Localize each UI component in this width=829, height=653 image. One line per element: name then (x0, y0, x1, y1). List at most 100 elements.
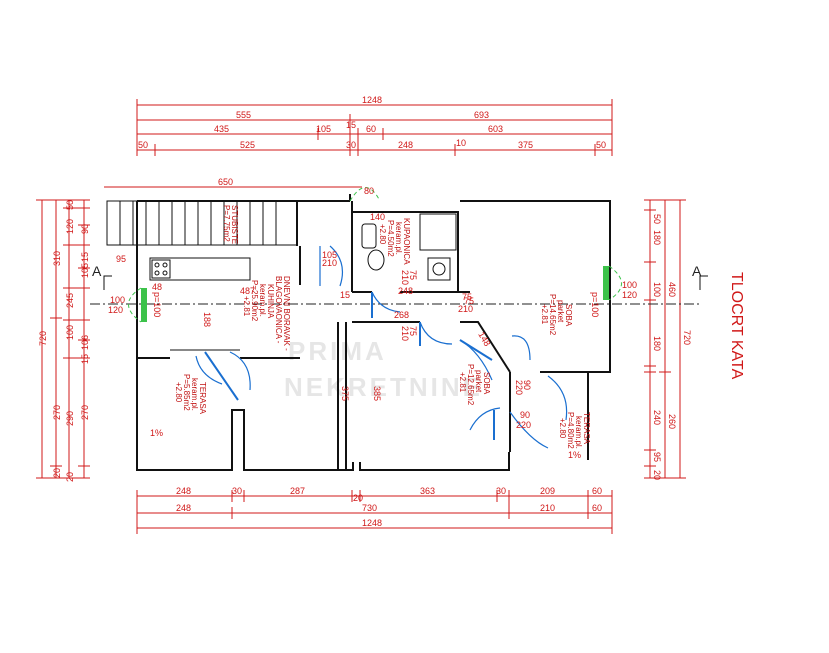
terrace-right-line2: keram.pl. (574, 416, 583, 449)
left-window-sill: p=100 (152, 292, 162, 317)
doors (195, 245, 568, 449)
dim-top-105: 105 (316, 124, 331, 134)
dim-right-460: 460 (667, 282, 677, 297)
living-line5: P=25.90m2 (250, 280, 259, 322)
left-window (141, 288, 147, 322)
stairs-area: P=7.75m2 (222, 205, 231, 242)
inner-140: 140 (370, 212, 385, 222)
dim-left-120: 120 (65, 219, 75, 234)
dim-left-270: 270 (52, 405, 62, 420)
living-door-height: 210 (322, 258, 337, 268)
dim-top-total: 1248 (362, 95, 382, 105)
walls (106, 194, 611, 471)
terrace-door-height: 220 (516, 420, 531, 430)
watermark-line2: NEKRETNINE (284, 372, 483, 402)
dim-right-180a: 180 (652, 230, 662, 245)
stairs-name: STUBISTE (230, 205, 239, 244)
room2-line1: SOBA (482, 372, 491, 395)
room1-door-height: 210 (458, 304, 473, 314)
dim-left-20b: 20 (65, 472, 75, 482)
dim-top-15: 15 (346, 120, 356, 130)
right-dimension-lines: 50 180 100 180 240 95 20 460 260 720 (644, 199, 692, 480)
inner-48: 48 (152, 282, 162, 292)
watermark-line1: PRIMA (288, 336, 387, 366)
dim-bottom2-60: 60 (592, 503, 602, 513)
dim-left-720: 720 (38, 331, 48, 346)
living-line1: DNEVNI BORAVAK - (282, 276, 291, 351)
dim-right-180b: 180 (652, 336, 662, 351)
room-labels: STUBISTE P=7.75m2 DNEVNI BORAVAK - BLAGO… (174, 205, 591, 449)
living-line3: KUHINJA (266, 284, 275, 319)
dim-bottom-30b: 30 (496, 486, 506, 496)
dim-left-106: 106 (80, 335, 90, 350)
dim-bottom-30a: 30 (232, 486, 242, 496)
living-line2: BLAGOVAONICA - (274, 276, 283, 344)
slope-left: 1% (150, 428, 163, 438)
dim-left-15a: 15 (80, 252, 90, 262)
dim-top-555: 555 (236, 110, 251, 120)
dim-top-375: 375 (518, 140, 533, 150)
bath-door-width: 75 (408, 270, 418, 280)
dim-right-240: 240 (652, 410, 662, 425)
terrace-door2-height: 220 (514, 380, 524, 395)
dim-left-245: 245 (65, 293, 75, 308)
dim-left-270b: 270 (80, 405, 90, 420)
bath-line4: +2.80 (378, 224, 387, 245)
dim-left-20: 20 (52, 468, 62, 478)
dim-bottom2-730: 730 (362, 503, 377, 513)
living-line6: +2.81 (242, 296, 251, 317)
dim-top-60: 60 (366, 124, 376, 134)
left-dimension-lines: 720 310 270 20 50 120 245 100 290 20 90 … (36, 199, 90, 482)
slope-right: 1% (568, 450, 581, 460)
dim-right-100: 100 (652, 282, 662, 297)
dim-top-248: 248 (398, 140, 413, 150)
watermark: PRIMA NEKRETNINE (284, 336, 483, 402)
terrace-door2-width: 90 (522, 380, 532, 390)
bath-line1: KUPAONICA (402, 218, 411, 265)
bottom-dimension-lines: 248 30 287 20 363 30 209 60 248 730 210 … (136, 486, 613, 534)
dim-top-50b: 50 (596, 140, 606, 150)
terrace-right-line4: +2.80 (558, 418, 567, 439)
dim-left-310: 310 (52, 251, 62, 266)
section-mark-left: A (92, 263, 102, 279)
section-axis: A A (90, 263, 708, 305)
dim-bottom-total: 1248 (362, 518, 382, 528)
inner-375: 375 (340, 386, 350, 401)
dim-right-95: 95 (652, 452, 662, 462)
dim-bottom-248: 248 (176, 486, 191, 496)
dim-top-525: 525 (240, 140, 255, 150)
dim-top-435: 435 (214, 124, 229, 134)
dim-bottom-363: 363 (420, 486, 435, 496)
inner-268: 268 (394, 310, 409, 320)
dim-bottom-60: 60 (592, 486, 602, 496)
room1-line1: SOBA (564, 304, 573, 327)
inner-188: 188 (202, 312, 212, 327)
plan-title: TLOCRT KATA (728, 272, 745, 380)
dim-top-603: 603 (488, 124, 503, 134)
dim-bottom2-210: 210 (540, 503, 555, 513)
dim-left-105: 105 (80, 263, 90, 278)
left-window-height: 120 (108, 305, 123, 315)
dim-left-100: 100 (65, 325, 75, 340)
room2-line3: P=12.65m2 (466, 364, 475, 406)
dim-left-15b: 15 (80, 354, 90, 364)
bath-line2: keram.pl. (394, 222, 403, 255)
section-mark-right: A (692, 263, 702, 279)
living-door-width: 105 (322, 250, 337, 260)
dim-right-20: 20 (652, 470, 662, 480)
dim-top-10: 10 (456, 138, 466, 148)
dim-left-50: 50 (65, 200, 75, 210)
bath-line3: P=4.50m2 (386, 220, 395, 257)
right-window-sill: p=100 (590, 292, 600, 317)
inner-248: 248 (398, 286, 413, 296)
right-window-height: 120 (622, 290, 637, 300)
inner-15: 15 (340, 290, 350, 300)
terrace-left-line1: TERASA (198, 382, 207, 415)
room1-line2: parket (556, 300, 565, 323)
dim-bottom-287: 287 (290, 486, 305, 496)
dim-bottom2-248: 248 (176, 503, 191, 513)
room2-door-height: 210 (400, 326, 410, 341)
dim-bottom-209: 209 (540, 486, 555, 496)
terrace-left-line4: +2.80 (174, 382, 183, 403)
